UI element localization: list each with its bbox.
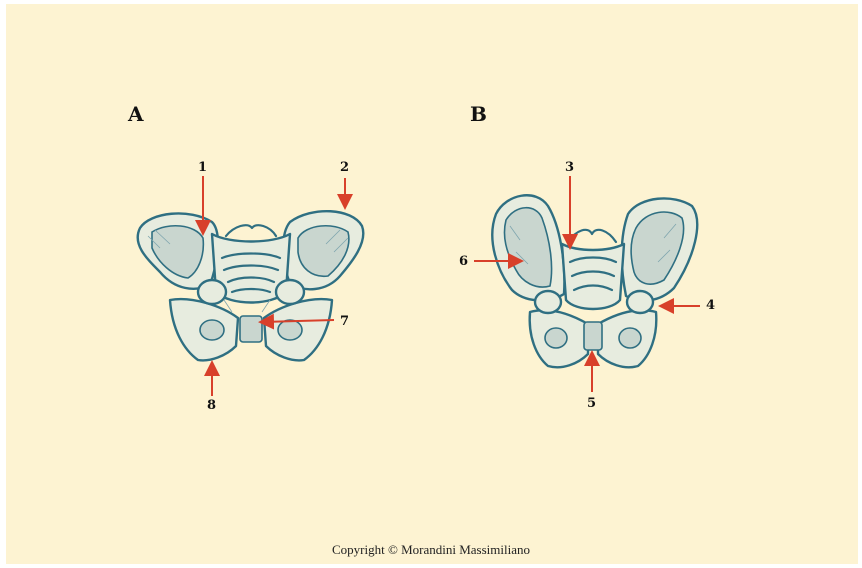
marker-5: 5	[587, 396, 596, 411]
marker-8: 8	[207, 398, 216, 413]
marker-3: 3	[565, 160, 574, 175]
marker-1: 1	[198, 160, 207, 175]
panel-label-b: B	[470, 102, 487, 126]
marker-6: 6	[459, 254, 468, 269]
marker-7: 7	[340, 314, 349, 329]
marker-2: 2	[340, 160, 349, 175]
copyright-text: Copyright © Morandini Massimiliano	[0, 542, 862, 558]
pelvis-a-drawing	[138, 211, 364, 360]
marker-4: 4	[706, 298, 715, 313]
panel-label-a: A	[128, 102, 144, 126]
pelvis-b-drawing	[492, 195, 697, 367]
